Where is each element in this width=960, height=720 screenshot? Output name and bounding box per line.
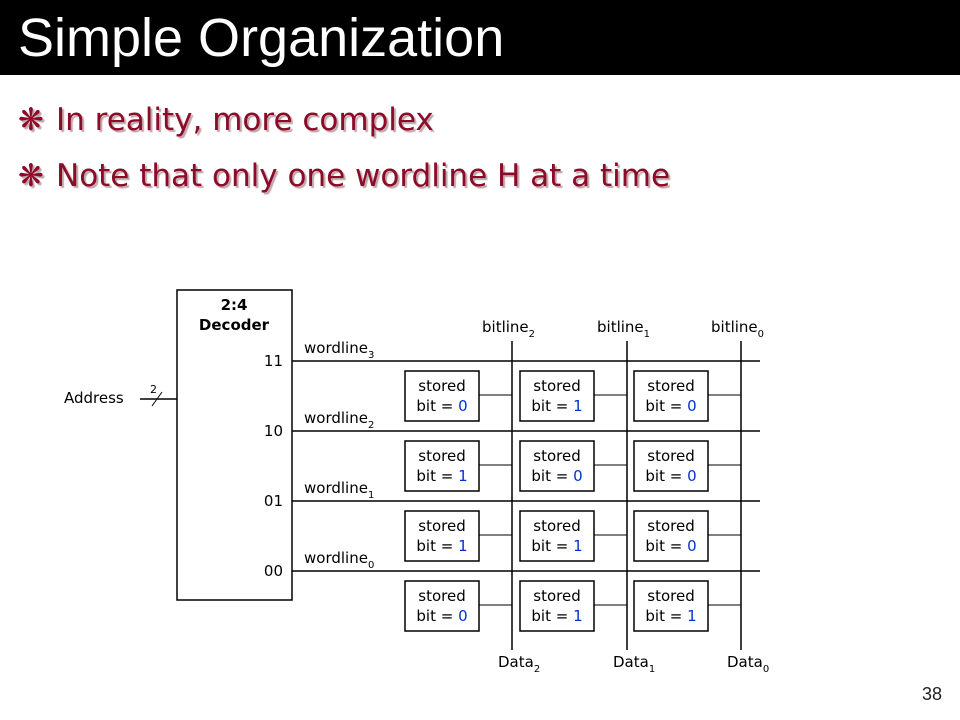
cell-value-label: bit = 0 [645, 537, 696, 555]
wordline-label: wordline2 [304, 409, 374, 431]
bullet-text: In reality, more complex [56, 102, 434, 138]
cell-value-label: bit = 1 [531, 397, 582, 415]
cell-label: stored [533, 447, 580, 465]
cell-value-label: bit = 0 [416, 397, 467, 415]
bus-width-slash [151, 391, 163, 407]
cell-label: stored [647, 517, 694, 535]
memory-cell [404, 440, 480, 492]
wordline-label: wordline3 [304, 339, 374, 361]
decoder-output-label: 11 [264, 352, 283, 370]
memory-cell [633, 580, 709, 632]
decoder-output-label: 01 [264, 492, 283, 510]
cell-value-label: bit = 0 [645, 397, 696, 415]
decoder-title: 2:4 [221, 296, 248, 314]
decoder-output-label: 10 [264, 422, 283, 440]
cell-label: stored [418, 587, 465, 605]
cell-value-label: bit = 1 [531, 607, 582, 625]
memory-cell [519, 580, 595, 632]
memory-cell [404, 370, 480, 422]
wordline-label: wordline0 [304, 549, 374, 571]
decoder-subtitle: Decoder [199, 316, 270, 334]
memory-cell [633, 510, 709, 562]
data-output-label: Data2 [498, 653, 540, 675]
memory-cell [633, 370, 709, 422]
asterisk-bullet-icon: ❋ [18, 158, 44, 194]
memory-cell [519, 440, 595, 492]
cell-label: stored [647, 377, 694, 395]
decoder-output-label: 00 [264, 562, 283, 580]
bullet-list: ❋ In reality, more complex ❋ Note that onl… [18, 92, 670, 204]
page-number: 38 [921, 684, 942, 704]
address-label: Address [64, 389, 124, 407]
cell-value-label: bit = 1 [416, 537, 467, 555]
cell-label: stored [647, 447, 694, 465]
asterisk-bullet-icon: ❋ [18, 102, 44, 138]
cell-value-label: bit = 1 [531, 537, 582, 555]
bus-width-label: 2 [150, 383, 157, 396]
bullet-item: ❋ In reality, more complex [18, 92, 670, 148]
data-output-label: Data0 [727, 653, 769, 675]
cell-value-label: bit = 1 [645, 607, 696, 625]
cell-label: stored [533, 517, 580, 535]
wordline-label: wordline1 [304, 479, 374, 501]
cell-label: stored [418, 447, 465, 465]
bullet-text: Note that only one wordline H at a time [56, 158, 671, 194]
memory-cell [633, 440, 709, 492]
cell-label: stored [647, 587, 694, 605]
cell-value-label: bit = 0 [531, 467, 582, 485]
memory-cell [519, 510, 595, 562]
cell-value-label: bit = 0 [416, 607, 467, 625]
cell-value-label: bit = 0 [645, 467, 696, 485]
cell-value-label: bit = 1 [416, 467, 467, 485]
slide-title: Simple Organization [18, 8, 505, 68]
data-output-label: Data1 [613, 653, 655, 675]
cell-label: stored [418, 517, 465, 535]
memory-cell [404, 580, 480, 632]
cell-label: stored [533, 587, 580, 605]
cell-label: stored [533, 377, 580, 395]
bitline-label: bitline0 [711, 318, 764, 340]
memory-cell [404, 510, 480, 562]
decoder-box [176, 289, 293, 601]
bitline-label: bitline1 [597, 318, 650, 340]
memory-cell [519, 370, 595, 422]
bitline-label: bitline2 [482, 318, 535, 340]
cell-label: stored [418, 377, 465, 395]
bullet-item: ❋ Note that only one wordline H at a time [18, 148, 670, 204]
title-bar: Simple Organization [0, 0, 960, 75]
